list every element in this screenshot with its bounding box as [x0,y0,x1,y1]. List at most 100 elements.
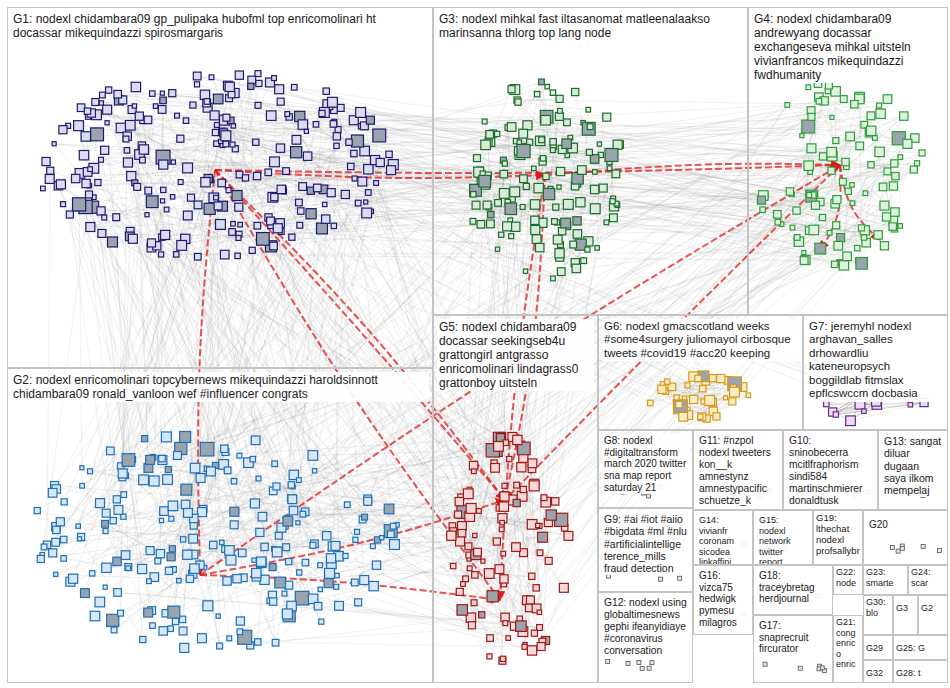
vertex-square [248,83,254,89]
vertex-square [150,623,156,629]
grey-edge [133,239,313,599]
vertex-square [351,135,363,147]
vertex-square [142,436,148,442]
vertex-square [98,229,106,237]
vertex-square [331,223,336,228]
vertex-square [613,140,622,149]
vertex-square [858,225,864,231]
vertex-square [551,276,556,281]
vertex-square [149,476,159,486]
vertex-square [147,579,152,584]
vertex-square [272,547,282,557]
vertex-square [850,183,854,187]
vertex-square [364,497,372,505]
vertex-square [99,101,103,105]
vertex-square [230,521,238,529]
vertex-square [806,190,818,202]
vertex-square [213,94,223,104]
grey-edge [168,147,554,480]
vertex-square [802,120,815,133]
vertex-square [387,531,394,538]
grey-edge [123,100,522,496]
vertex-square [128,234,137,243]
vertex-square [351,150,357,156]
vertex-square [126,566,131,571]
vertex-square [384,504,394,514]
vertex-square [171,160,175,164]
vertex-square [819,153,826,160]
vertex-square [183,163,193,173]
grey-edge [852,153,922,185]
vertex-square [343,553,348,558]
vertex-square [523,183,529,189]
grey-edge [194,500,512,525]
grey-edge [508,178,577,638]
vertex-square [95,597,105,607]
vertex-square [153,104,157,108]
vertex-square [145,187,152,194]
vertex-square [802,251,806,255]
red-edge [545,164,840,175]
vertex-square [81,589,90,598]
vertex-square [353,537,358,542]
vertex-square [517,144,530,157]
vertex-square [523,121,532,130]
vertex-square [150,91,156,97]
vertex-square [121,551,130,560]
grey-edge [130,125,868,392]
vertex-square [223,114,230,121]
vertex-square [884,168,891,175]
vertex-square [850,201,855,206]
vertex-square [163,475,173,485]
vertex-square [364,200,368,204]
vertex-square [302,559,309,566]
vertex-square [105,121,109,125]
vertex-square [550,90,555,95]
vertex-square [322,215,330,223]
vertex-square [276,144,284,152]
vertex-square [83,168,92,177]
vertex-square [160,199,164,203]
vertex-square [356,108,366,118]
vertex-square [125,120,135,130]
grey-edge [85,99,218,593]
vertex-square [102,563,111,572]
vertex-square [495,131,500,136]
vertex-square [160,97,167,104]
vertex-square [289,234,295,240]
vertex-square [283,516,293,526]
vertex-square [272,639,279,646]
vertex-square [256,80,262,86]
vertex-square [365,190,371,196]
vertex-square [102,215,107,220]
vertex-square [238,549,246,557]
grey-edge [80,202,366,539]
grey-edge [105,457,153,587]
vertex-square [47,167,54,174]
vertex-square [42,157,50,165]
vertex-square [167,553,175,561]
vertex-square [103,585,107,589]
vertex-square [334,143,339,148]
vertex-square [190,102,196,108]
vertex-square [517,140,521,144]
vertex-square [539,137,545,143]
vertex-square [190,463,200,473]
vertex-square [503,222,512,231]
vertex-square [508,86,515,93]
vertex-square [183,550,192,559]
grey-edge [281,102,914,170]
vertex-square [355,599,362,606]
vertex-square [181,500,190,509]
grey-edge [525,502,546,647]
grey-edge [180,139,274,464]
vertex-square [184,508,193,517]
vertex-square [131,82,140,91]
grey-edge [561,227,892,272]
vertex-square [77,533,84,540]
vertex-square [158,252,163,257]
vertex-square [255,102,261,108]
grey-edge [811,111,860,146]
vertex-square [553,235,562,244]
vertex-square [801,255,810,264]
